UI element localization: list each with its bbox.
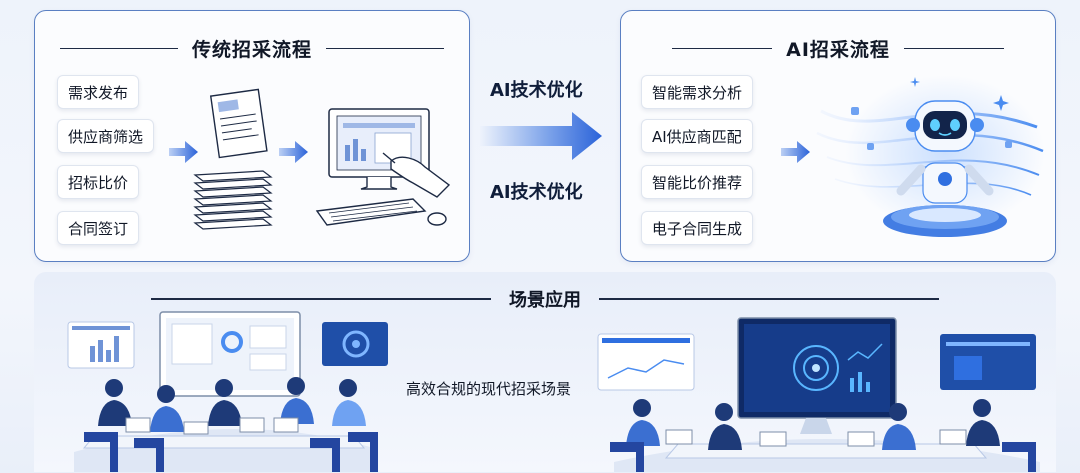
- traditional-office-scene-illustration: [67, 311, 388, 472]
- scene-caption: 高效合规的现代招采场景: [406, 380, 572, 398]
- traditional-process-title: 传统招采流程: [191, 39, 312, 61]
- flow-arrow-icon: [279, 141, 308, 163]
- traditional-step-3: 招标比价: [57, 165, 140, 199]
- scene-application-section: 场景应用 高效合规的现代招采场景: [34, 272, 1056, 472]
- ai-step-1: 智能需求分析: [641, 75, 754, 109]
- ai-step-3: 智能比价推荐: [641, 165, 754, 199]
- ai-step-2: AI供应商匹配: [641, 119, 753, 153]
- title-rule-left: [151, 298, 491, 300]
- traditional-step-2: 供应商筛选: [57, 119, 155, 153]
- ai-optimization-label-bottom: AI技术优化: [490, 182, 583, 203]
- ai-process-panel: AI招采流程 智能需求分析 AI供应商匹配 智能比价推荐 电子合同生成: [620, 10, 1056, 262]
- ai-optimization-label-top: AI技术优化: [490, 80, 583, 101]
- traditional-step-1: 需求发布: [57, 75, 140, 109]
- big-flow-arrow-icon: [480, 112, 602, 160]
- ai-step-4: 电子合同生成: [641, 211, 754, 245]
- traditional-step-4: 合同签订: [57, 211, 140, 245]
- ai-office-scene-illustration: [597, 317, 1040, 472]
- paper-documents-icon: [193, 88, 273, 230]
- ai-robot-icon: [816, 75, 1045, 237]
- title-rule-right: [903, 47, 1004, 50]
- ai-process-title: AI招采流程: [786, 39, 890, 61]
- traditional-process-header: 传统招采流程: [35, 35, 469, 62]
- scene-title: 场景应用: [509, 290, 581, 311]
- traditional-process-panel: 传统招采流程 需求发布 供应商筛选 招标比价 合同签订: [34, 10, 470, 262]
- flow-arrow-icon: [781, 141, 810, 163]
- scene-header: 场景应用: [34, 286, 1056, 312]
- title-rule-left: [59, 47, 178, 50]
- title-rule-left: [672, 47, 773, 50]
- title-rule-right: [599, 298, 939, 300]
- ai-process-header: AI招采流程: [621, 35, 1055, 62]
- flow-arrow-icon: [169, 141, 198, 163]
- title-rule-right: [326, 47, 444, 50]
- computer-workstation-icon: [315, 108, 451, 226]
